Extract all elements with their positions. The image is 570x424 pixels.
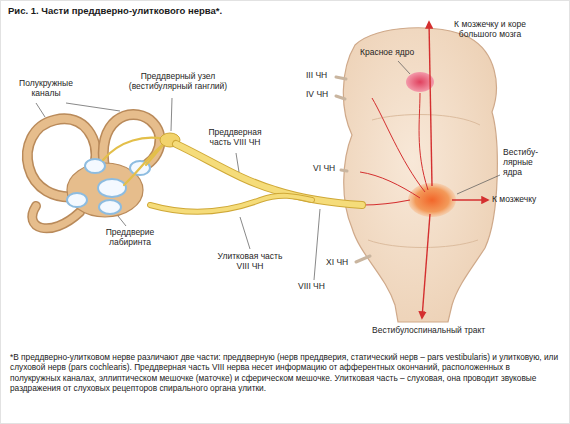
brainstem-groove bbox=[372, 115, 480, 125]
part-label: Преддверная часть VIII ЧН bbox=[199, 128, 271, 148]
leader-line bbox=[398, 61, 410, 74]
utricle bbox=[98, 179, 126, 197]
pathway-arrow bbox=[452, 199, 488, 200]
pathway-line bbox=[419, 93, 428, 190]
nerve-fibre bbox=[124, 143, 165, 185]
brainstem-groove bbox=[368, 240, 478, 248]
cranial-nerve-stub bbox=[356, 256, 370, 262]
semicircular-canal bbox=[103, 114, 160, 170]
semicircular-canal bbox=[32, 206, 80, 228]
figure-title: Рис. 1. Части преддверно-улиткового нерв… bbox=[8, 5, 222, 16]
part-label: Улитковая часть VIII ЧН bbox=[214, 252, 286, 272]
cochlear-nerve bbox=[150, 196, 312, 212]
part-label: XI ЧН bbox=[326, 258, 348, 268]
cranial-nerve-stub bbox=[336, 96, 345, 99]
pathway-line bbox=[372, 98, 425, 192]
part-label: К мозжечку и коре большого мозга bbox=[440, 20, 540, 40]
part-label: Вестибу- лярные ядра bbox=[503, 148, 547, 177]
leader-line bbox=[457, 175, 500, 194]
ampulla bbox=[67, 193, 87, 207]
ampulla bbox=[85, 159, 105, 173]
vestibular-nuclei bbox=[408, 183, 456, 217]
cranial-nerve-stub bbox=[341, 170, 347, 171]
figure-caption: *В преддверно-улитковом нерве различают … bbox=[10, 352, 562, 393]
part-label: IV ЧН bbox=[306, 90, 328, 100]
leader-line bbox=[36, 103, 45, 117]
part-label: Преддверие лабиринта bbox=[94, 228, 166, 248]
cranial-nerve-stub bbox=[336, 77, 346, 79]
saccule bbox=[99, 200, 121, 214]
part-label: VI ЧН bbox=[313, 164, 335, 174]
part-label: VIII ЧН bbox=[298, 282, 325, 292]
part-label: III ЧН bbox=[306, 71, 327, 81]
pathway-line bbox=[362, 200, 410, 205]
pathway-line bbox=[360, 172, 420, 198]
leader-line bbox=[240, 217, 250, 249]
pathway-arrow bbox=[422, 214, 430, 318]
part-label: Вестибулоспинальный тракт bbox=[372, 326, 485, 336]
leader-line bbox=[118, 216, 126, 226]
cochlear-nerve bbox=[150, 196, 312, 212]
brainstem bbox=[343, 28, 497, 322]
leader-line bbox=[66, 103, 120, 111]
semicircular-canal bbox=[32, 206, 80, 228]
part-label: Полукружные каналы bbox=[10, 79, 82, 99]
semicircular-canal bbox=[103, 114, 160, 170]
leader-line bbox=[236, 153, 239, 172]
leader-line bbox=[171, 98, 172, 131]
pathway-arrow bbox=[429, 22, 432, 186]
nerve-fibre bbox=[103, 138, 164, 160]
part-label: Преддверный узел (вестибулярный ганглий) bbox=[122, 72, 234, 92]
part-label: Красное ядро bbox=[360, 48, 414, 58]
leader-line bbox=[314, 209, 320, 280]
part-label: К мозжечку bbox=[492, 195, 536, 205]
